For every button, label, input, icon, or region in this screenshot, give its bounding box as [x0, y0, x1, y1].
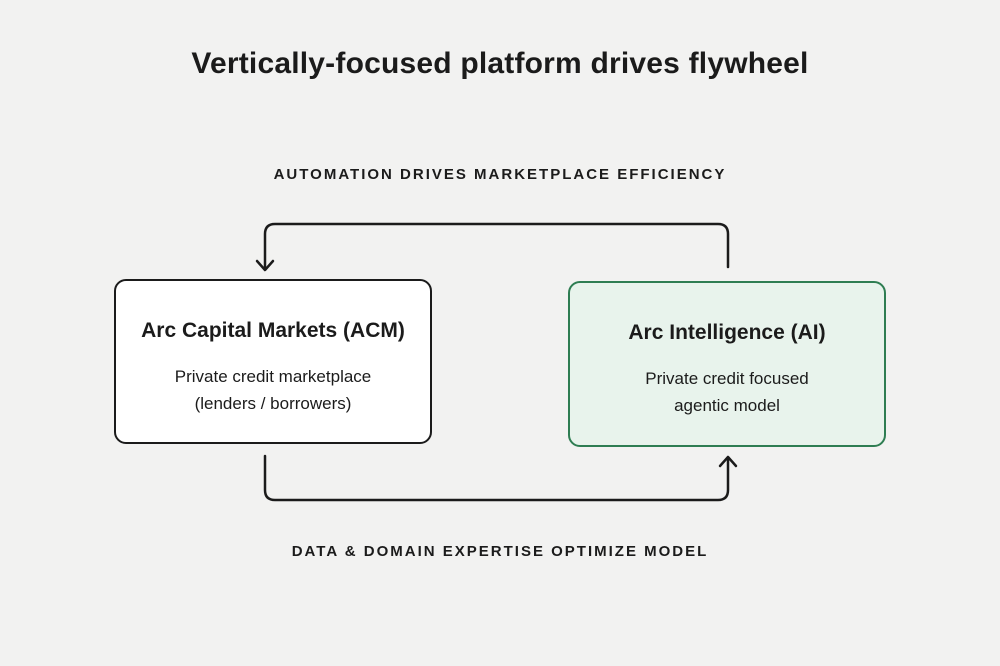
bottom-connector-arrow [263, 454, 738, 502]
ai-box-description-line: Private credit focused [645, 369, 809, 388]
acm-box-description-line: Private credit marketplace [174, 367, 372, 386]
page-title: Vertically-focused platform drives flywh… [191, 47, 809, 80]
acm-box-description-line: (lenders / borrowers) [194, 394, 352, 413]
top-connector-arrow [255, 222, 730, 272]
arrow-up-icon [718, 455, 738, 468]
ai-box-description-line: agentic model [674, 396, 780, 415]
ai-box: Arc Intelligence (AI) Private credit foc… [568, 281, 886, 447]
ai-box-title: Arc Intelligence (AI) [628, 321, 826, 344]
top-flow-label: AUTOMATION DRIVES MARKETPLACE EFFICIENCY [273, 166, 727, 183]
acm-box: Arc Capital Markets (ACM) Private credit… [114, 279, 432, 444]
acm-box-title: Arc Capital Markets (ACM) [141, 319, 405, 342]
arrow-down-icon [255, 259, 275, 272]
bottom-flow-label: DATA & DOMAIN EXPERTISE OPTIMIZE MODEL [291, 543, 709, 560]
